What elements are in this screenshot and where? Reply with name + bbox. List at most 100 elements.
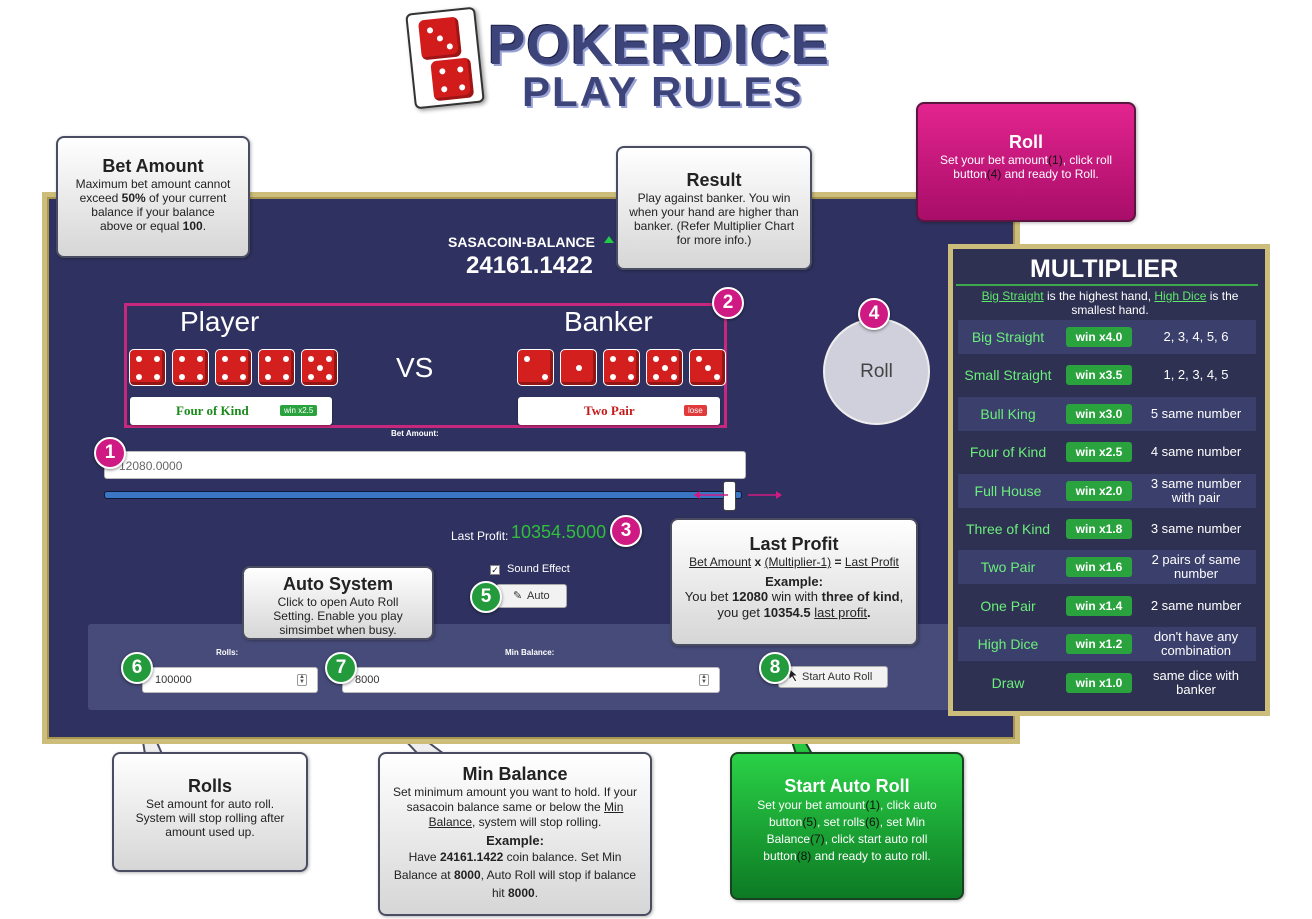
multiplier-win-badge: win x2.0 bbox=[1066, 480, 1132, 501]
callout-roll-text: button bbox=[953, 167, 987, 181]
player-title: Player bbox=[180, 306, 260, 337]
min-balance-value: 8000 bbox=[355, 674, 380, 686]
bet-amount-input[interactable]: 12080.0000 bbox=[104, 451, 746, 479]
callout-bet-amount-text: of your current bbox=[145, 191, 227, 205]
step-badge-8: 8 bbox=[759, 652, 791, 684]
die-icon bbox=[646, 349, 683, 386]
die-icon bbox=[215, 349, 252, 386]
multiplier-win-badge: win x1.0 bbox=[1066, 672, 1132, 693]
sound-effect-label: Sound Effect bbox=[507, 563, 570, 575]
callout-auto-system-title: Auto System bbox=[282, 574, 394, 594]
last-profit-label: Last Profit: bbox=[451, 529, 509, 543]
callout-rolls-title: Rolls bbox=[187, 776, 232, 796]
multiplier-hand-name: Draw bbox=[991, 674, 1025, 691]
multiplier-description: 1, 2, 3, 4, 5 bbox=[1163, 367, 1229, 383]
formula-last-profit: Last Profit bbox=[844, 555, 899, 569]
example-text: you get bbox=[717, 605, 764, 620]
multiplier-win-badge: win x1.6 bbox=[1066, 557, 1132, 578]
die-icon bbox=[517, 349, 554, 386]
wand-icon: ✎ bbox=[513, 590, 523, 602]
callout-auto-system-text: Click to open Auto Roll Setting. Enable … bbox=[273, 595, 403, 637]
note-text: is the smallest hand. bbox=[1071, 289, 1239, 317]
die-icon bbox=[560, 349, 597, 386]
callout-ref: (7) bbox=[810, 832, 825, 846]
callout-last-profit-title: Last Profit bbox=[749, 534, 839, 554]
multiplier-description: don't have any combination bbox=[1153, 629, 1239, 659]
callout-bet-amount-text: exceed bbox=[79, 191, 122, 205]
player-hand-badge: win x2.5 bbox=[280, 405, 318, 416]
multiplier-win-badge: win x1.2 bbox=[1066, 634, 1132, 655]
callout-text: and ready to auto roll. bbox=[811, 849, 931, 863]
example-text: , bbox=[899, 589, 904, 604]
step-badge-4: 4 bbox=[858, 298, 890, 330]
step-badge-1: 1 bbox=[94, 437, 126, 469]
step-badge-5: 5 bbox=[470, 581, 502, 613]
auto-button-label: Auto bbox=[527, 590, 550, 602]
example-text: . bbox=[867, 605, 871, 620]
die-icon bbox=[689, 349, 726, 386]
callout-ref: (8) bbox=[796, 849, 812, 863]
bet-slider-track[interactable] bbox=[104, 491, 742, 499]
callout-last-profit-example-label: Example: bbox=[765, 574, 823, 589]
banker-title: Banker bbox=[564, 306, 653, 337]
min-balance-label: Min Balance: bbox=[505, 648, 555, 657]
roll-button[interactable]: Roll bbox=[823, 318, 930, 425]
rolls-spinner-icon[interactable]: ▲▼ bbox=[297, 674, 307, 686]
logo-card-icon bbox=[405, 6, 485, 110]
banker-hand-card: Two Pair lose bbox=[518, 397, 720, 425]
bet-amount-label: Bet Amount: bbox=[391, 429, 439, 438]
callout-rolls: Rolls Set amount for auto roll. System w… bbox=[112, 752, 308, 872]
die-icon bbox=[258, 349, 295, 386]
multiplier-description: 2, 3, 4, 5, 6 bbox=[1163, 329, 1229, 344]
callout-bet-amount: Bet Amount Maximum bet amount cannot exc… bbox=[56, 136, 250, 258]
callout-bet-amount-line1: Maximum bet amount cannot bbox=[75, 177, 231, 191]
multiplier-win-badge: win x4.0 bbox=[1066, 327, 1132, 347]
example-text: coin balance. Set Min Balance at bbox=[393, 850, 622, 882]
multiplier-win-badge: win x2.5 bbox=[1066, 442, 1132, 463]
callout-min-balance-example-label: Example: bbox=[486, 833, 544, 848]
rolls-input[interactable]: 100000 ▲▼ bbox=[142, 667, 318, 693]
multiplier-divider bbox=[956, 284, 1258, 286]
min-balance-spinner-icon[interactable]: ▲▼ bbox=[699, 674, 709, 686]
callout-bet-amount-percent: 50% bbox=[121, 191, 146, 205]
banker-hand-badge: lose bbox=[684, 405, 707, 416]
sound-effect-checkbox[interactable]: ✓ bbox=[490, 565, 500, 575]
formula-bet-amount: Bet Amount bbox=[689, 555, 752, 569]
multiplier-hand-name: Full House bbox=[974, 482, 1042, 499]
callout-min-balance-link: Min Balance bbox=[428, 800, 624, 829]
multiplier-hand-name: Three of Kind bbox=[965, 521, 1051, 537]
callout-bet-amount-text: . bbox=[202, 219, 207, 233]
example-text: . bbox=[534, 886, 539, 900]
multiplier-description: 3 same number bbox=[1150, 521, 1242, 536]
rolls-label: Rolls: bbox=[216, 648, 239, 657]
bet-slider-handle[interactable] bbox=[723, 481, 737, 511]
versus-label: VS bbox=[396, 352, 434, 383]
die-icon bbox=[301, 349, 338, 386]
multiplier-description: 2 same number bbox=[1150, 597, 1242, 613]
callout-text: , click start auto roll button bbox=[763, 832, 928, 863]
start-auto-roll-button[interactable]: Start Auto Roll bbox=[778, 666, 888, 688]
example-last-profit: last profit bbox=[814, 605, 867, 620]
formula-multiplier: (Multiplier-1) bbox=[764, 555, 832, 569]
callout-bet-amount-min: 100 bbox=[182, 219, 203, 233]
callout-roll-text: Set your bet amount bbox=[939, 153, 1049, 167]
multiplier-hand-name: Small Straight bbox=[964, 367, 1052, 384]
callout-roll-text: and ready to Roll. bbox=[1001, 167, 1099, 181]
note-text: is the highest hand, bbox=[1043, 289, 1155, 303]
auto-button[interactable]: ✎ Auto bbox=[496, 584, 567, 608]
callout-ref: (5) bbox=[802, 815, 817, 829]
example-hand: three of kind bbox=[821, 589, 900, 604]
player-hand-name: Four of Kind bbox=[176, 403, 249, 418]
min-balance-input[interactable]: 8000 ▲▼ bbox=[342, 667, 720, 693]
example-text: You bet bbox=[684, 589, 732, 604]
callout-roll-text: , click roll bbox=[1062, 153, 1113, 167]
callout-min-balance: Min Balance Set minimum amount you want … bbox=[378, 752, 652, 916]
multiplier-hand-name: Big Straight bbox=[971, 329, 1045, 345]
multiplier-description: 5 same number bbox=[1150, 405, 1242, 421]
multiplier-hand-name: Bull King bbox=[980, 405, 1036, 422]
